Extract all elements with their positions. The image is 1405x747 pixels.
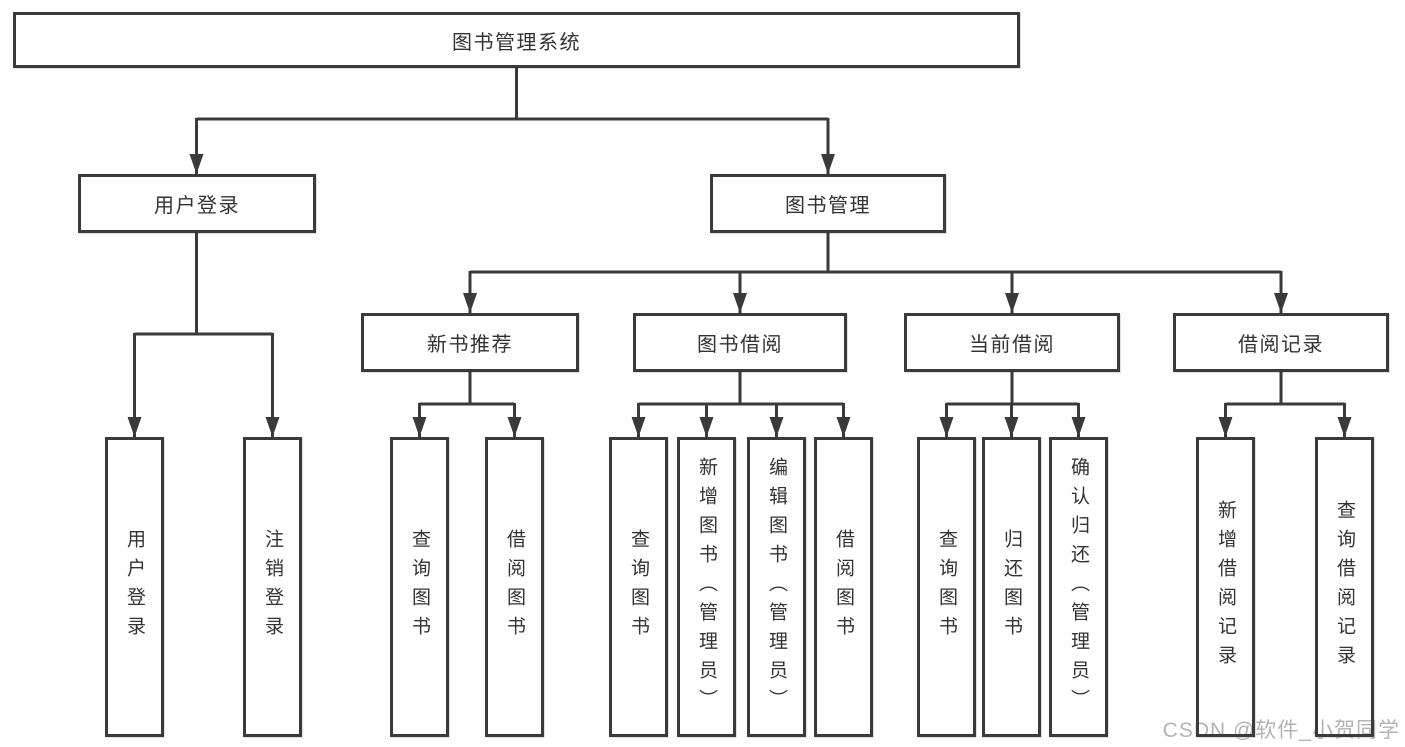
node-current-borrow: 当前借阅	[904, 313, 1120, 372]
leaf-query-books-current: 查询图书	[917, 437, 976, 737]
leaf-add-borrow-record: 新增借阅记录	[1196, 437, 1255, 737]
leaf-query-borrow-record: 查询借阅记录	[1315, 437, 1374, 737]
leaf-borrow-books-recommend: 借阅图书	[485, 437, 544, 737]
node-user-login: 用户登录	[78, 174, 316, 233]
leaf-add-book-admin: 新增图书（管理员）	[677, 437, 736, 737]
leaf-query-books-recommend: 查询图书	[390, 437, 449, 737]
node-library-management-system: 图书管理系统	[13, 12, 1020, 68]
leaf-user-login: 用户登录	[105, 437, 164, 737]
leaf-borrow-books: 借阅图书	[814, 437, 873, 737]
leaf-logout: 注销登录	[243, 437, 302, 737]
leaf-query-books-borrow: 查询图书	[609, 437, 668, 737]
node-book-borrow: 图书借阅	[633, 313, 847, 372]
node-borrow-records: 借阅记录	[1173, 313, 1389, 372]
node-book-management: 图书管理	[710, 174, 946, 233]
csdn-watermark: CSDN @软件_小贺同学	[1162, 719, 1400, 742]
leaf-confirm-return-admin: 确认归还（管理员）	[1049, 437, 1108, 737]
leaf-edit-book-admin: 编辑图书（管理员）	[747, 437, 806, 737]
node-new-book-recommend: 新书推荐	[361, 313, 579, 372]
leaf-return-books: 归还图书	[982, 437, 1041, 737]
